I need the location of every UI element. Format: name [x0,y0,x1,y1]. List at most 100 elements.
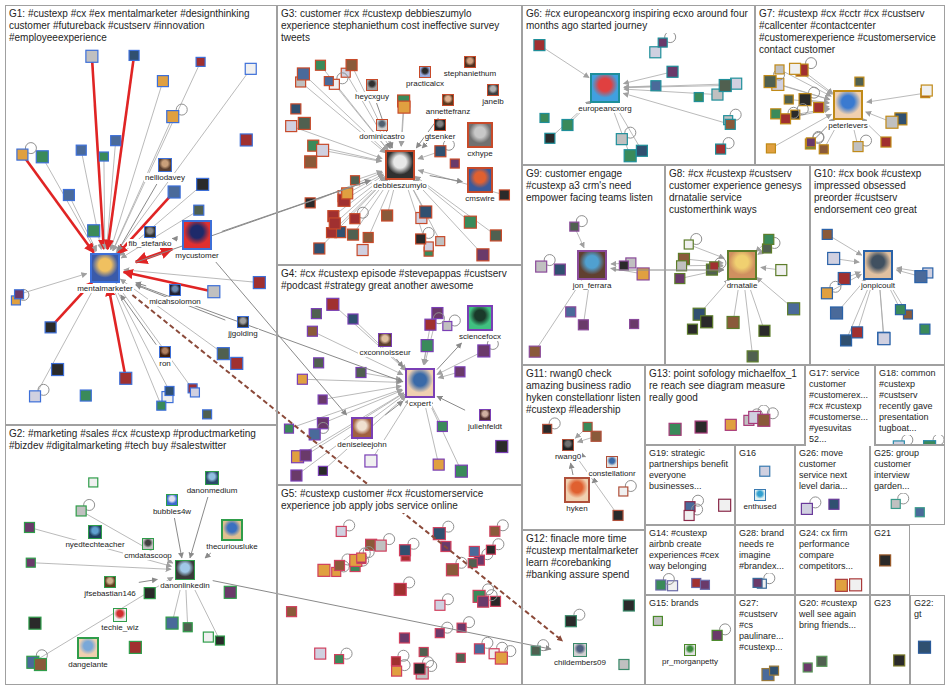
vertex-label: micahsolomon [148,297,202,306]
user-vertex: enthused [743,489,778,511]
vertex-image [766,144,775,153]
user-vertex: danonlinkedin [159,560,210,590]
group-heading: G9: customer engage #custexp a3 crm's ne… [523,166,664,205]
user-vertex: gtsenker [424,119,457,141]
vertex-image [695,421,707,433]
background-edge [867,93,925,102]
avatar-image [158,158,172,172]
avatar-image [159,346,171,358]
vertex-label: childembers09 [553,658,607,667]
user-vertex: peterlevers [827,90,869,130]
vertex-image [99,152,108,161]
vertex-image [536,261,547,272]
vertex-image [491,596,501,606]
vertex-label: gtsenker [424,132,457,141]
vertex-image [446,564,458,576]
background-edge [69,195,97,251]
vertex-image [667,66,678,77]
connector-layer [118,103,724,649]
group-panel: G4: #cx #custexp episode #stevepappas #c… [277,265,522,485]
background-edge [689,245,725,259]
background-edge [744,284,752,357]
vertex-image [656,580,666,590]
graph-edge [377,103,393,148]
vertex-image [919,641,931,653]
group-panel: G19: strategic partnerships benefit ever… [645,445,735,525]
vertex-image [324,77,333,86]
group-heading: G24: cx firm performance compare competi… [796,526,869,573]
vertex-image [284,424,293,433]
user-vertex: cxpert [405,368,435,408]
vertex-image [619,659,629,669]
user-vertex: bubbles4w [152,494,192,516]
vertex-image [771,109,781,119]
vertex-image [781,114,791,124]
vertex-image [433,459,444,470]
user-vertex: dominicastro [358,119,405,141]
background-edge [109,287,126,379]
vertex-label: hyken [565,504,588,513]
avatar-image [182,220,212,250]
background-edge [186,584,188,627]
vertex-image [803,663,812,672]
vertex-image [414,663,425,674]
group-heading: G12: finacle more time #custexp mentalma… [523,531,644,582]
vertex-image [687,324,697,334]
vertex-image [784,95,793,104]
vertex-image [759,325,770,336]
vertex-image [286,121,297,132]
vertex-image [545,133,555,143]
vertex-image [881,137,891,147]
vertex-image [852,327,863,338]
vertex-image [425,319,436,330]
group-panel: G24: cx firm performance compare competi… [795,525,870,595]
graph-edge [437,343,462,370]
vertex-image [350,214,360,224]
group-heading: G23 [871,596,909,610]
vertex-image [490,230,501,241]
group-panel: G13: point sofology michaelfox_1 re reac… [645,365,805,445]
group-heading: G11: rwang0 check amazing business radio… [523,366,644,417]
vertex-image [554,264,565,275]
group-panel: G28: brand needs re imagine #brandex... [735,525,795,595]
vertex-image [684,240,693,249]
avatar-image [144,226,156,238]
vertex-image [477,249,489,261]
vertex-label: cmdatascoop [123,551,173,560]
group-heading: G27: #custserv #cs paulinare... #custexp… [736,596,794,654]
vertex-image [300,450,311,461]
vertex-image [616,134,627,145]
graph-edge [592,480,596,483]
vertex-image [669,423,681,435]
vertex-image [694,93,703,102]
group-panel: G18: common #custexp #custserv recently … [875,365,945,445]
group-heading: G16 [736,446,794,460]
group-panel: G16 enthused [735,445,795,525]
vertex-image [886,116,898,128]
background-edge [857,283,872,332]
vertex-image [455,367,465,377]
graph-edge [174,518,181,558]
vertex-label: practicalcx [405,79,445,88]
avatar-image [88,525,102,539]
vertex-label: heycxguy [354,92,390,101]
vertex-label: danonmedium [186,486,239,495]
vertex-image [806,138,815,147]
vertex-image [111,136,121,146]
vertex-image [821,288,832,299]
vertex-image [578,320,588,330]
vertex-label: ron [158,359,172,368]
vertex-image [499,190,509,200]
avatar-image [221,519,243,541]
vertex-image [30,391,41,402]
vertex-image [318,564,330,576]
group-panel: G7: #custexp #cx #cctr #cx #custserv #ca… [755,5,945,165]
vertex-image [788,303,800,315]
vertex-image [692,578,701,587]
vertex-image [166,617,178,629]
avatar-image [113,608,127,622]
vertex-image [346,60,357,71]
vertex-image [534,40,545,51]
group-panel: G8: #cx #custexp #custserv customer expe… [665,165,810,365]
vertex-label: dominicastro [358,132,405,141]
